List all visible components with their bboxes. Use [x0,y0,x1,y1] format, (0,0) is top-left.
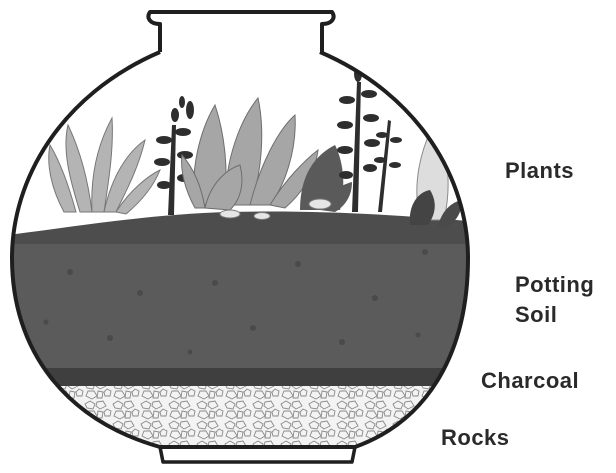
plants-group [49,66,462,228]
charcoal-layer [0,368,480,386]
rocks-label: Rocks [441,423,510,453]
potting-soil-label: Potting Soil [515,270,594,330]
soil-surface [0,211,480,244]
potting-soil-label-line2: Soil [515,300,594,330]
fern-plant-left [49,118,160,214]
small-plants-right [410,120,462,228]
potting-soil-label-line1: Potting [515,270,594,300]
jar-base [160,447,355,462]
dark-sprig-plant [154,96,194,215]
succulent-plant [182,98,318,210]
charcoal-label: Charcoal [481,366,579,396]
jar-neck [148,12,333,52]
potting-soil-layer [0,236,480,368]
plants-label: Plants [505,156,574,186]
